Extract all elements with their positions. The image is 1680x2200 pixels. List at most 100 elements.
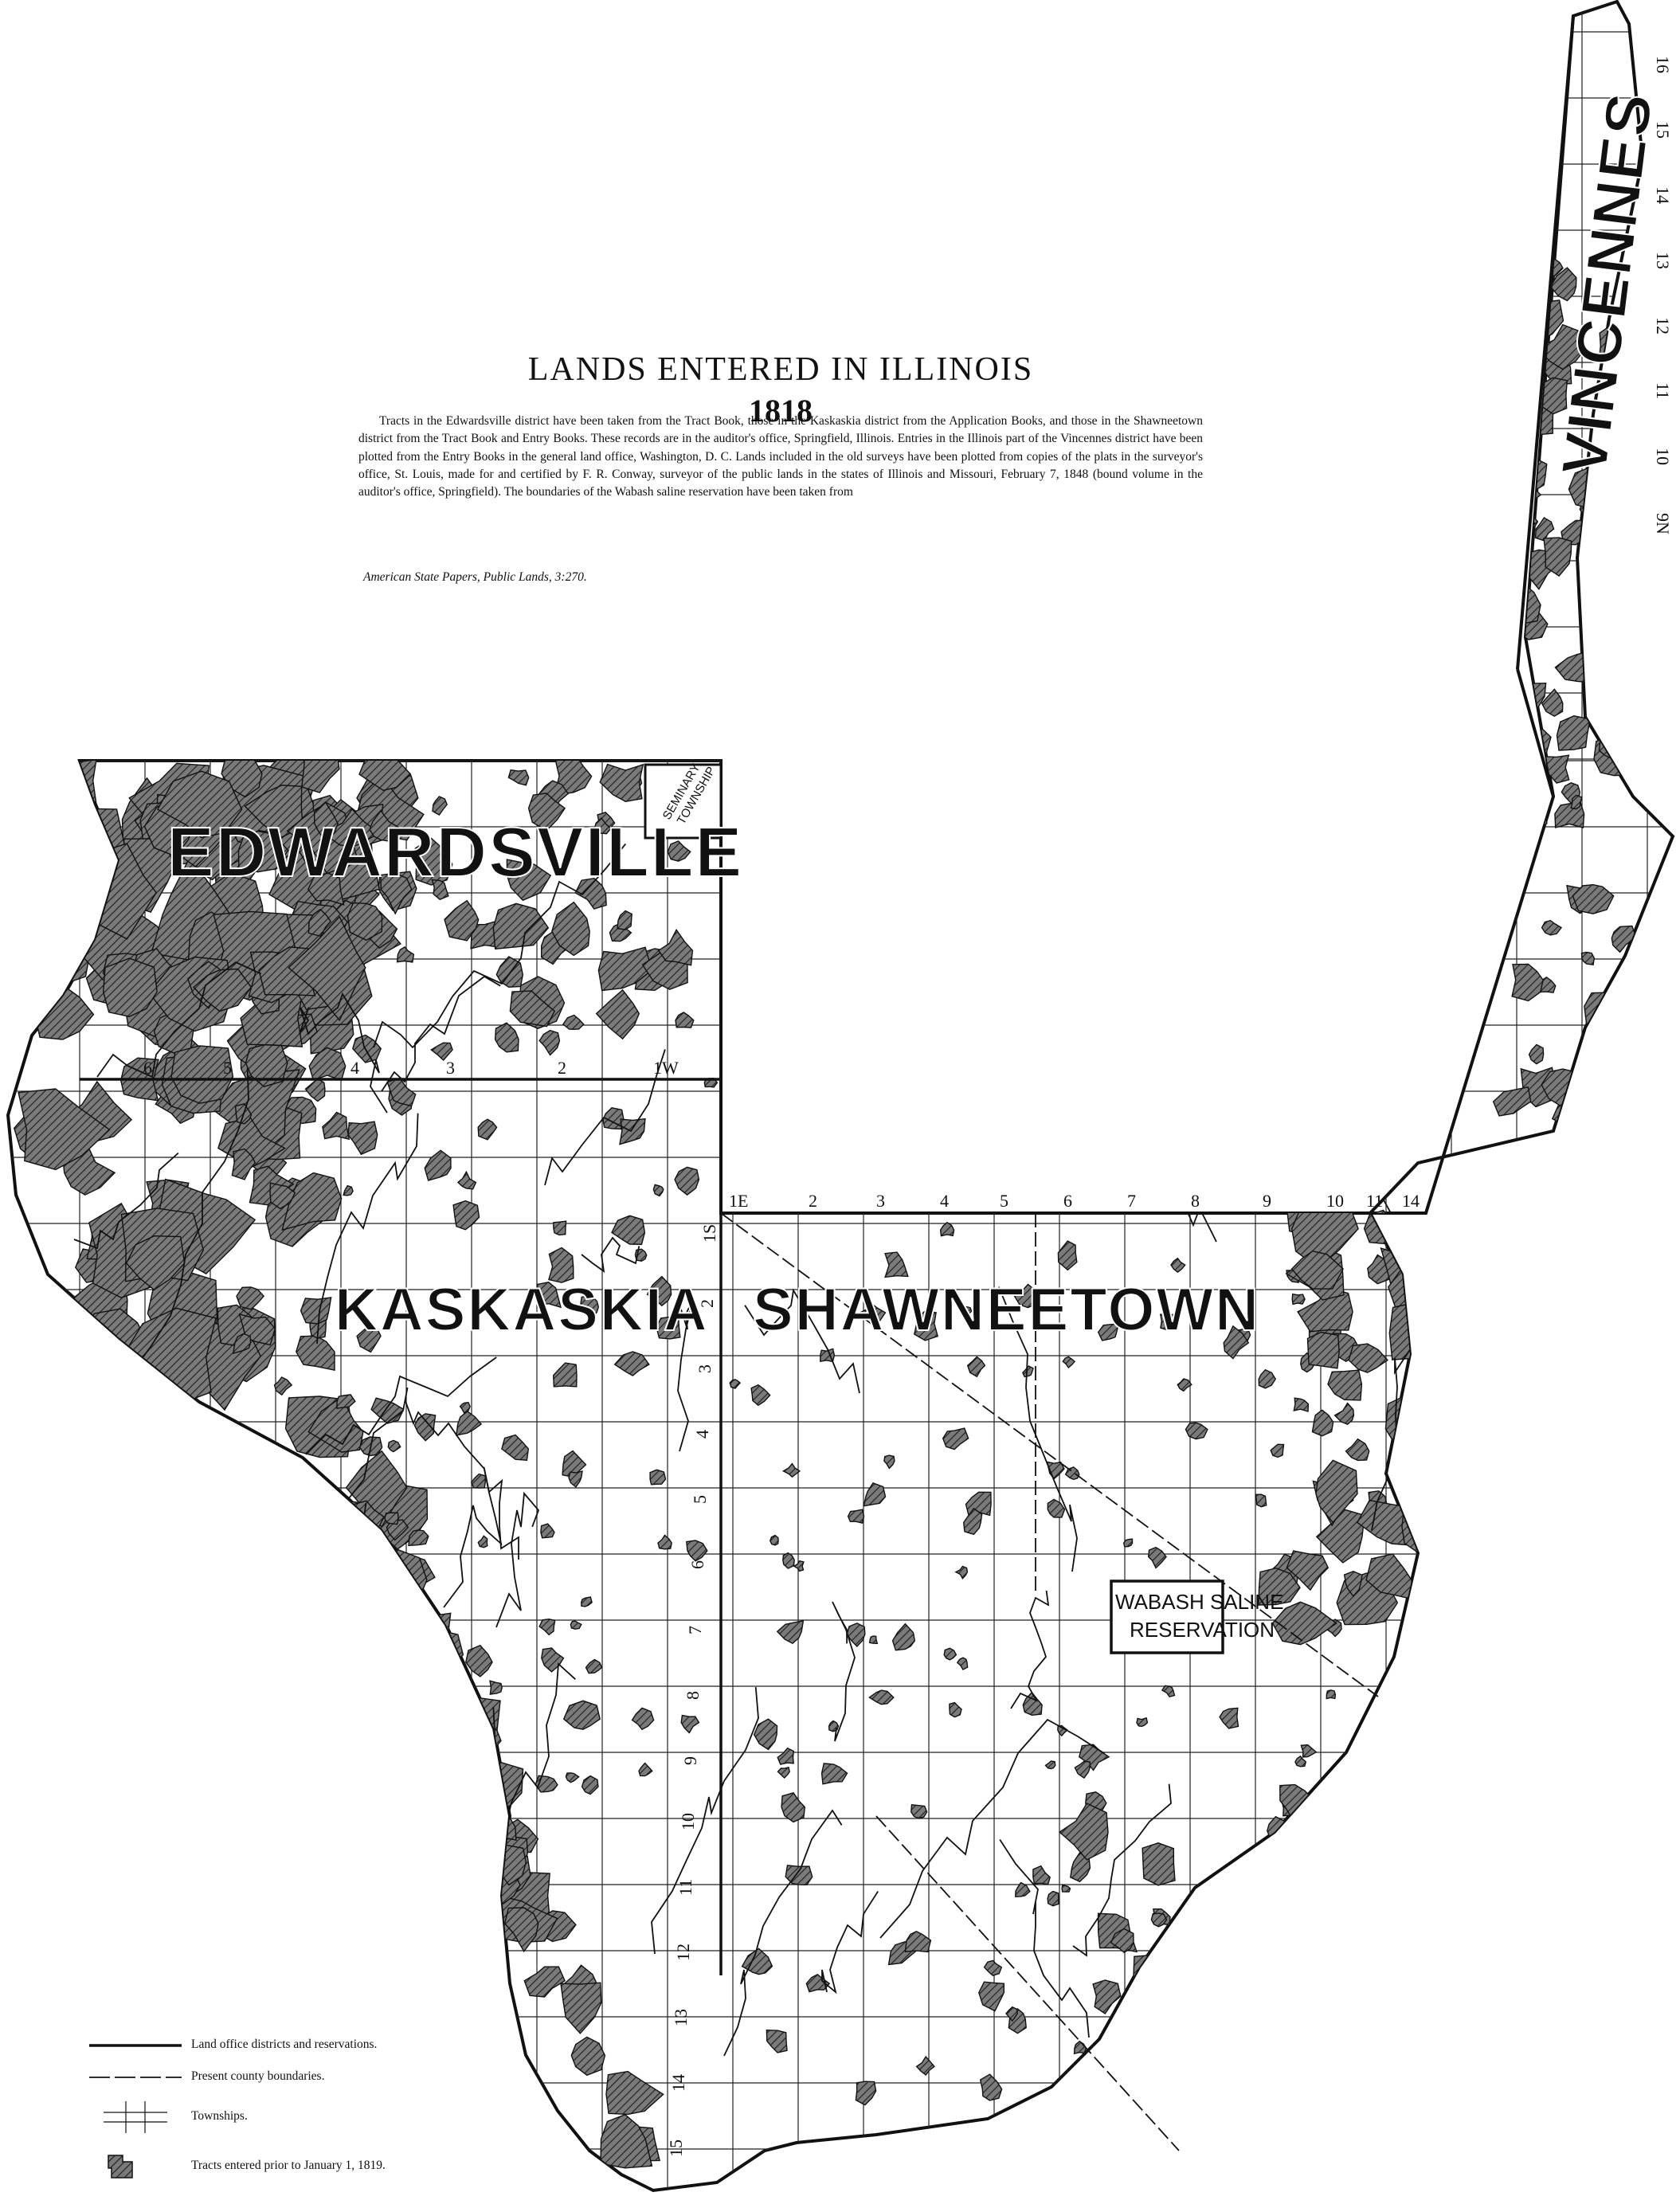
tract [1270, 1443, 1285, 1458]
tract [657, 1534, 672, 1550]
tract [1294, 1755, 1307, 1767]
tract [1286, 1550, 1330, 1591]
township-label: 10 [678, 1813, 698, 1830]
wabash-label-line1: WABASH SALINE [1115, 1590, 1283, 1614]
tract [1133, 1949, 1168, 1998]
tract [680, 1714, 700, 1734]
tract [979, 2073, 1003, 2101]
tract [781, 1791, 806, 1823]
tract [236, 1286, 265, 1310]
tract [465, 1644, 493, 1677]
tract [954, 1565, 969, 1580]
tract [1300, 1744, 1318, 1758]
tract [369, 809, 403, 843]
river [472, 1707, 497, 1892]
tract [503, 1907, 539, 1953]
tract [1612, 1066, 1644, 1102]
tract [386, 1519, 409, 1541]
tract [1159, 1313, 1175, 1331]
seminary-township-box [644, 763, 723, 840]
vincennes-township-label: 15 [1653, 121, 1673, 139]
map-title: LANDS ENTERED IN ILLINOIS [527, 351, 1034, 388]
tract [1415, 1325, 1435, 1348]
tract [501, 1434, 530, 1461]
tract [431, 879, 449, 901]
tract [551, 901, 590, 957]
tract [1429, 1276, 1467, 1320]
tract [638, 1762, 653, 1777]
tract [1292, 1932, 1306, 1946]
tract [1572, 883, 1615, 914]
tract [538, 1029, 561, 1056]
tract [1517, 1197, 1552, 1233]
tract [1511, 963, 1544, 1002]
tract [1450, 1297, 1494, 1347]
tract [602, 1107, 625, 1130]
tract [1315, 1508, 1365, 1564]
tract [891, 1623, 916, 1651]
township-label: 13 [671, 2009, 691, 2026]
tract [560, 1982, 602, 2034]
tract [729, 1379, 742, 1389]
township-label: 12 [673, 1944, 693, 1961]
tract [579, 1294, 600, 1320]
tract [1297, 1988, 1309, 2004]
tract [32, 766, 92, 832]
tract [509, 990, 556, 1028]
tract [863, 1482, 887, 1507]
tract [463, 1741, 491, 1779]
tract [1064, 1466, 1080, 1481]
tract [548, 1247, 574, 1283]
tract [1311, 1409, 1334, 1437]
district-label-kaskaskia: KASKASKIA [335, 1276, 709, 1344]
river [404, 1400, 519, 1560]
river [1075, 1107, 1333, 1214]
river [544, 1049, 666, 1186]
tract [570, 2036, 606, 2077]
river [495, 1491, 540, 1628]
township-label: 4 [692, 1430, 712, 1439]
tract [776, 1619, 805, 1645]
township-label: 9 [680, 1756, 700, 1765]
tract [231, 1148, 257, 1180]
tract [1363, 1209, 1396, 1245]
tract [915, 2055, 935, 2076]
tract [444, 899, 480, 941]
tract [1057, 1724, 1069, 1737]
tract [599, 763, 644, 803]
tract [1122, 1538, 1134, 1548]
tract [1326, 1689, 1337, 1700]
tract [942, 1427, 969, 1450]
tract [523, 1966, 566, 1998]
tract [1253, 1960, 1272, 1979]
tract [477, 1118, 498, 1141]
tract [535, 1282, 562, 1309]
river [443, 1466, 503, 1608]
tract [156, 770, 243, 839]
tract [448, 1746, 486, 1781]
river [73, 1152, 179, 1250]
tract [390, 1706, 412, 1732]
tract [646, 1275, 672, 1307]
tract [396, 945, 415, 963]
legend-label-counties: Present county boundaries. [191, 2069, 325, 2083]
tract [1338, 1962, 1359, 1983]
tract [1604, 992, 1642, 1035]
tract [345, 1450, 408, 1528]
tract [477, 1535, 488, 1548]
tract [553, 1220, 567, 1236]
tract [397, 1689, 417, 1708]
legend-label-districts: Land office districts and reservations. [191, 2038, 378, 2051]
tract [753, 1718, 778, 1751]
tract [1381, 1694, 1395, 1708]
vincennes-township-label: 10 [1653, 448, 1673, 465]
tract [1403, 1624, 1422, 1645]
tract [1510, 1204, 1553, 1243]
river [832, 1601, 856, 1742]
river [1228, 1861, 1314, 1964]
tract [568, 1470, 583, 1488]
tract [1136, 1717, 1149, 1728]
tract [1185, 1422, 1208, 1440]
